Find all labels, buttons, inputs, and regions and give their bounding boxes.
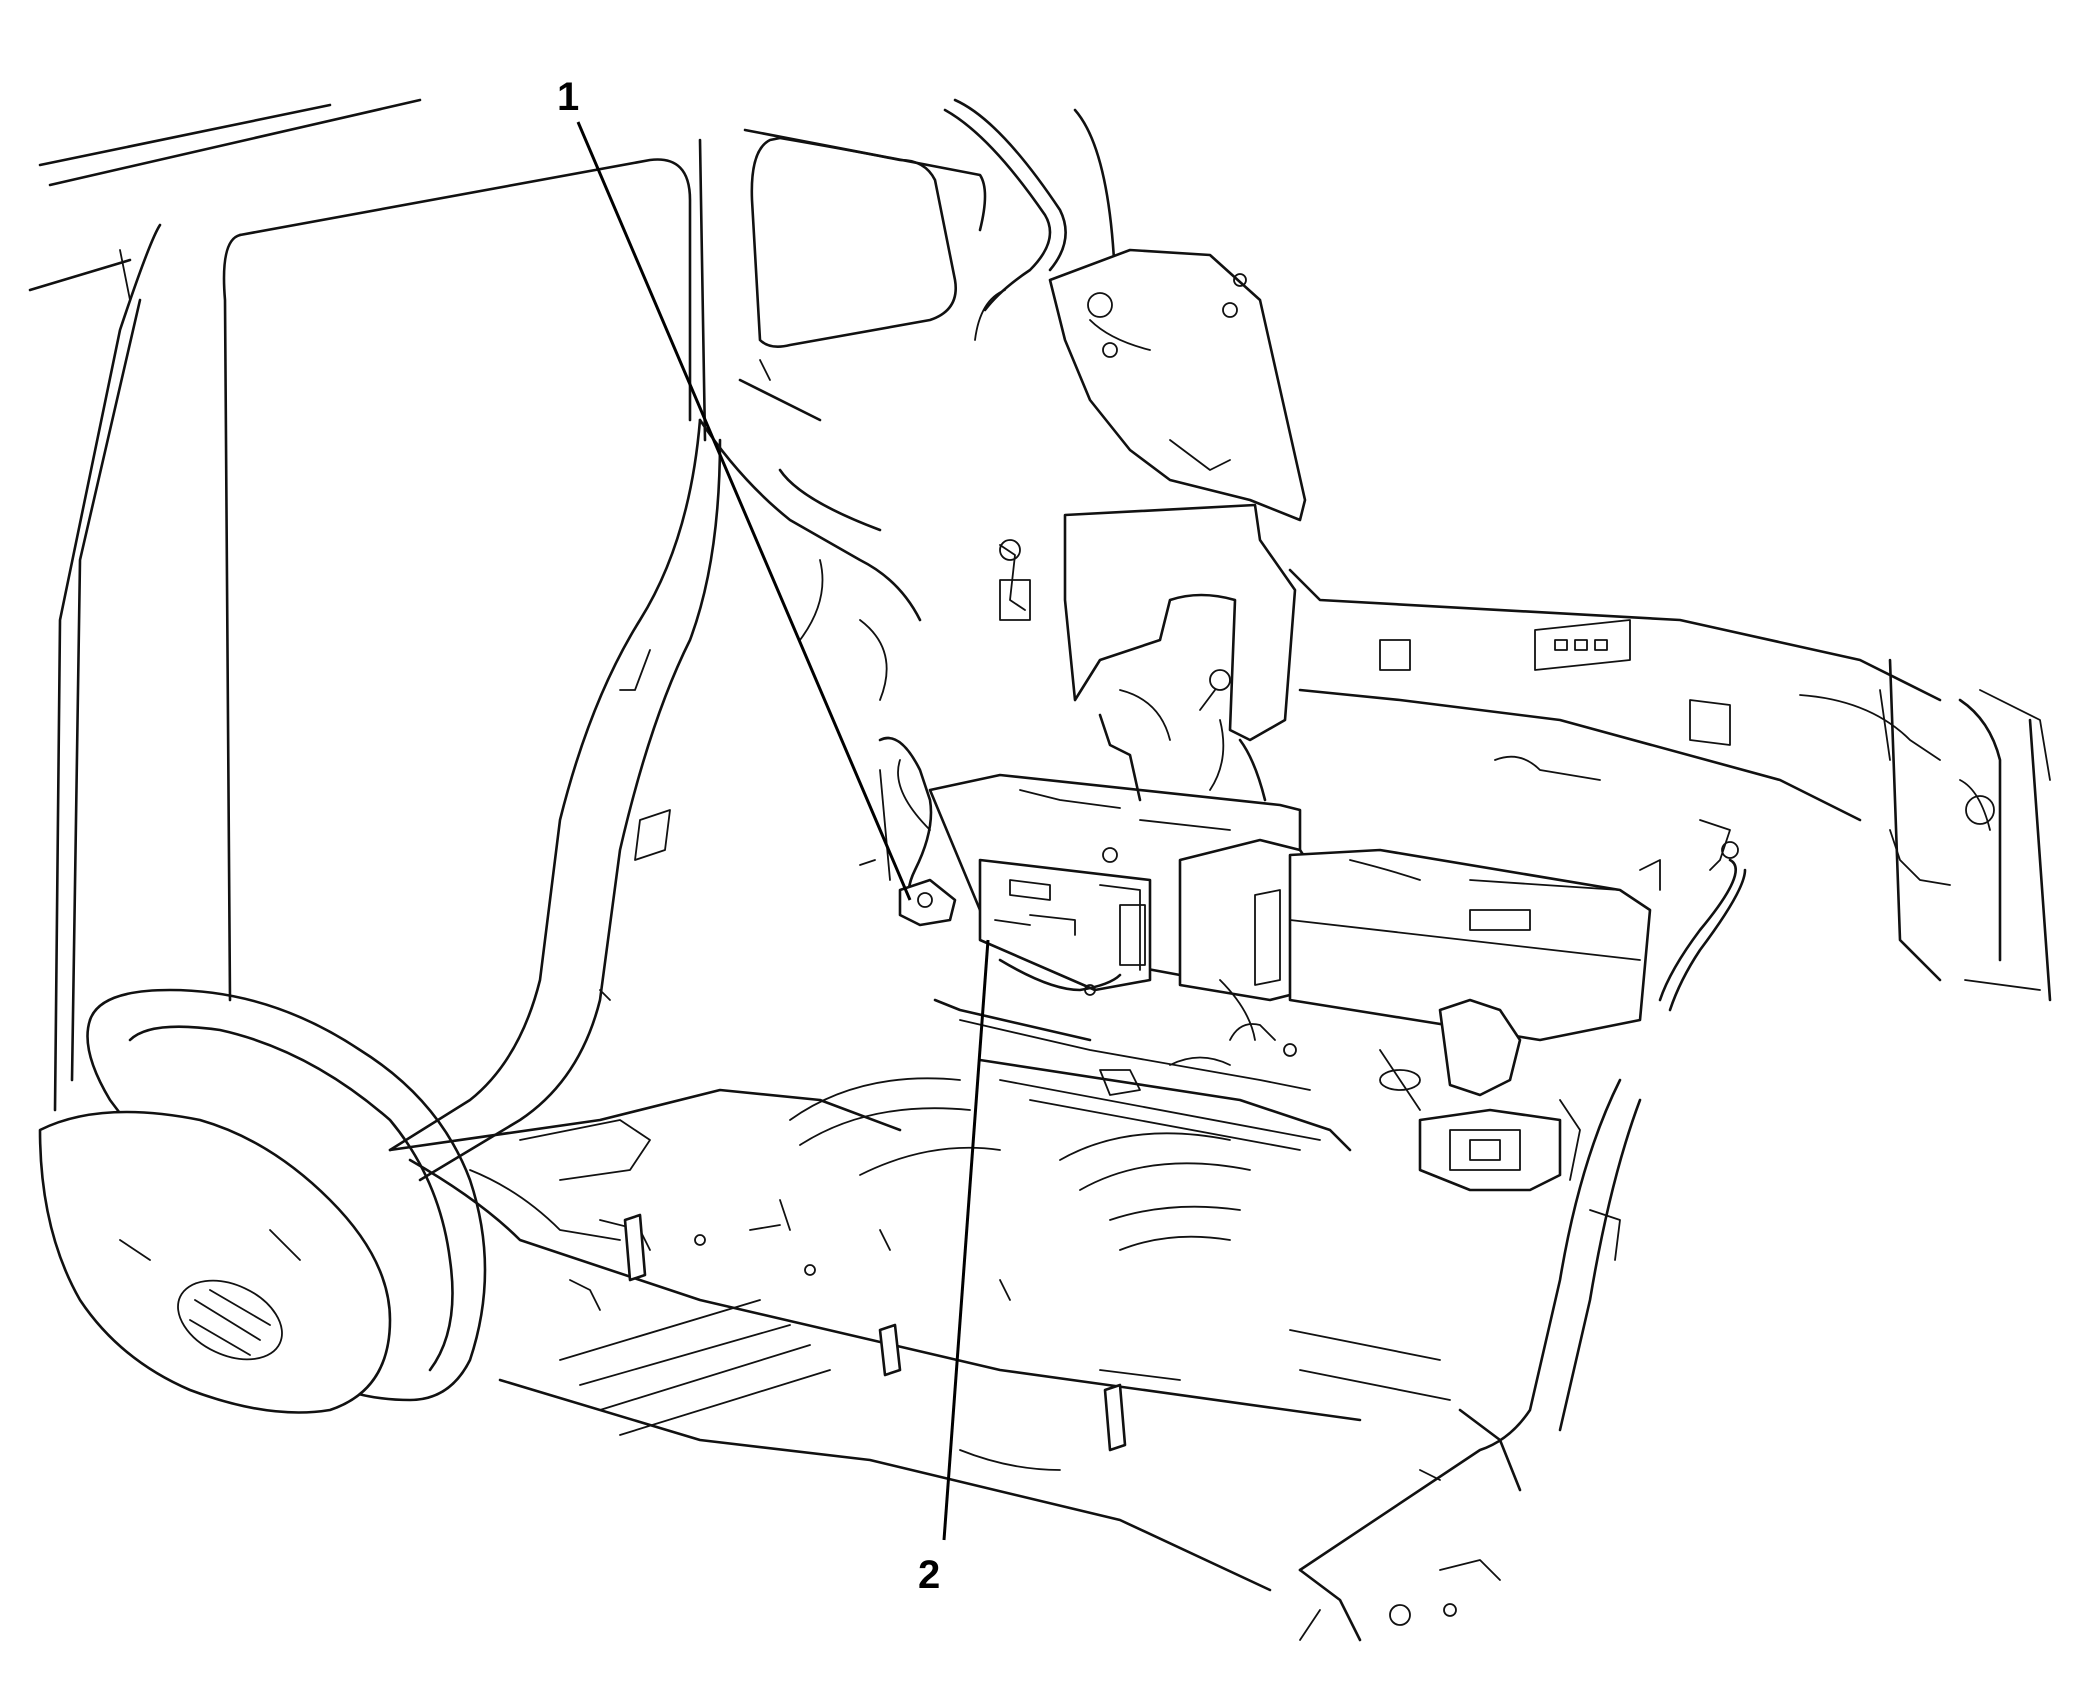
vehicle-floor	[933, 998, 1562, 1192]
battery-module	[928, 773, 1652, 1042]
rear-center-bulkhead	[999, 503, 1297, 742]
front-door-frame	[53, 138, 707, 1112]
rear-trim-panel	[943, 98, 1307, 522]
floor-ribs	[789, 1077, 1251, 1251]
callout-2-label: 2	[918, 1553, 940, 1597]
b-pillar	[388, 418, 722, 1182]
module-connector-bracket	[859, 769, 957, 927]
front-floor-pan	[498, 1299, 1451, 1592]
rear-side-window	[743, 128, 987, 381]
callout-leaders	[576, 121, 990, 1541]
roof-edge	[28, 98, 422, 301]
floor-rail	[1639, 819, 1747, 1012]
rear-quarter-panel	[698, 378, 922, 701]
callout-1-leader	[576, 121, 912, 901]
front-floor-sill	[388, 1088, 1362, 1452]
right-door-opening	[1298, 1078, 1642, 1642]
callout-2-leader	[942, 939, 990, 1541]
steering-wheel	[38, 988, 487, 1414]
rear-cargo-floor	[1288, 568, 1942, 822]
right-rear-quarter	[1888, 658, 2052, 1002]
callout-1-label: 1	[557, 75, 579, 119]
